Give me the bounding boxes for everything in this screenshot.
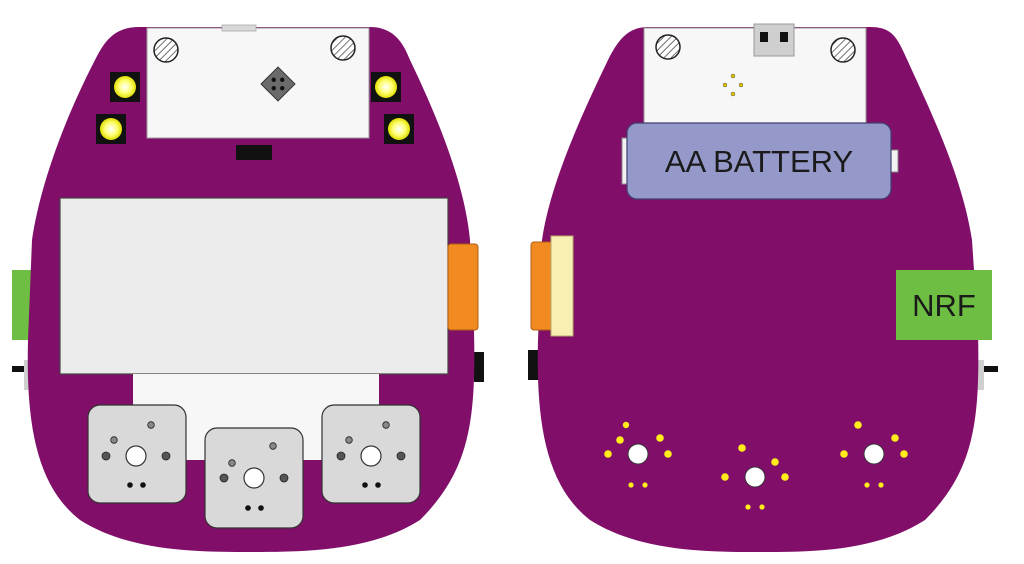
battery-label: AA BATTERY bbox=[665, 144, 853, 179]
back-sensor-hole-center bbox=[721, 444, 789, 510]
screw-hole-icon bbox=[153, 37, 179, 63]
sensor-module-left bbox=[87, 404, 187, 504]
screw-hole-icon bbox=[330, 35, 356, 61]
nrf-module: NRF bbox=[896, 270, 992, 340]
back-sensor-hole-right bbox=[840, 421, 908, 488]
screw-hole-icon bbox=[830, 37, 856, 63]
sensor-module-right bbox=[321, 404, 421, 504]
back-board: AA BATTERY NRF bbox=[528, 23, 998, 552]
back-side-pin bbox=[980, 366, 998, 372]
back-cream-connector bbox=[550, 235, 574, 337]
diamond-button-icon bbox=[260, 66, 296, 102]
led-icon bbox=[110, 72, 140, 102]
back-pads-icon bbox=[722, 73, 744, 97]
front-top-slot bbox=[221, 24, 257, 32]
front-board bbox=[12, 24, 484, 552]
usb-port-icon bbox=[753, 23, 795, 57]
led-icon bbox=[384, 114, 414, 144]
left-green-connector bbox=[12, 270, 34, 340]
back-sensor-hole-left bbox=[604, 421, 672, 488]
aa-battery: AA BATTERY bbox=[621, 122, 899, 200]
right-side-switch bbox=[474, 352, 484, 382]
led-icon bbox=[96, 114, 126, 144]
led-icon bbox=[371, 72, 401, 102]
left-side-pin bbox=[12, 366, 32, 372]
sensor-module-center bbox=[204, 427, 304, 529]
display-screen bbox=[59, 197, 449, 375]
screw-hole-icon bbox=[655, 34, 681, 60]
front-orange-connector bbox=[447, 243, 479, 331]
nrf-label: NRF bbox=[912, 288, 976, 323]
front-small-chip bbox=[236, 145, 272, 160]
